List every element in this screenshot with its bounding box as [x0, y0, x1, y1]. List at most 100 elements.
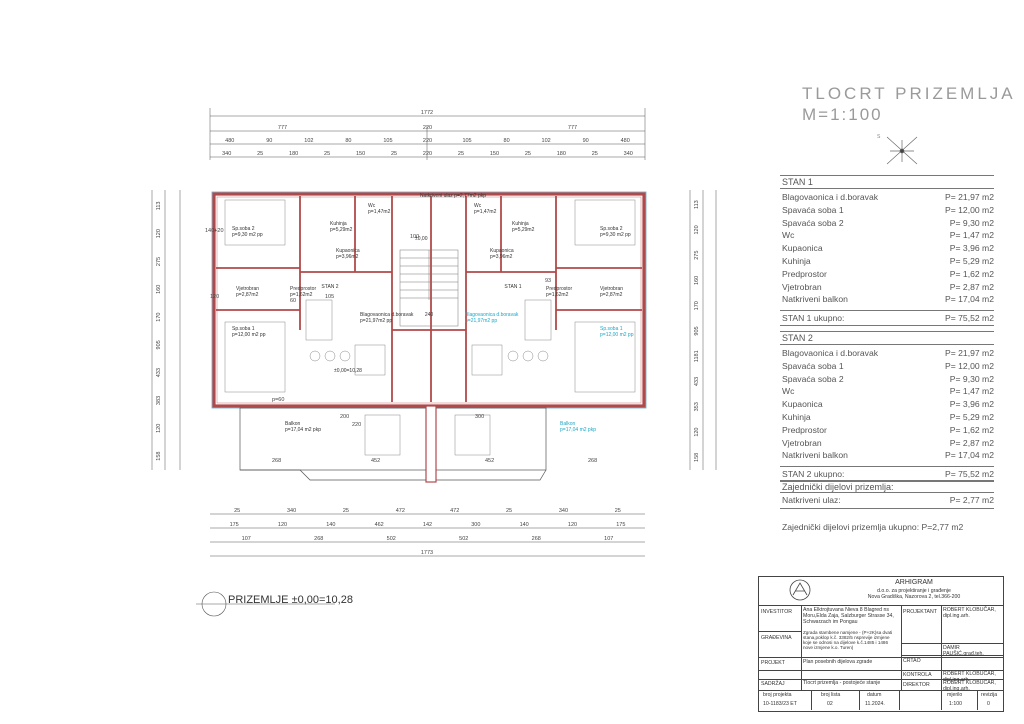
dimension-text: 25	[343, 508, 349, 514]
room-area: p=1,47m2	[368, 209, 391, 215]
dimension-text: 905	[156, 340, 162, 349]
room-area: p=9,30 m2 pp	[232, 232, 263, 238]
area-row-name: Spavaća soba 1	[782, 204, 844, 215]
dimension-text: 25	[391, 151, 397, 157]
room-area: p=5,29m2	[330, 227, 353, 233]
area-row-name: Spavaća soba 2	[782, 217, 844, 228]
area-row-value: P= 1,47 m2	[949, 386, 994, 397]
room-area: p=1,62m2	[290, 292, 313, 298]
table-rule	[780, 508, 994, 509]
table-rule	[780, 480, 994, 481]
area-row-name: Kupaonica	[782, 399, 823, 410]
room-name: Balkon	[560, 421, 576, 427]
datum-value: 11.2024.	[865, 701, 885, 707]
dimension-text: 340	[287, 508, 296, 514]
room-name: Predprostor	[546, 286, 572, 292]
dimension-text: 268	[272, 458, 281, 464]
dimension-text: 170	[156, 313, 162, 322]
projekt-value: Plan posebnih dijelova zgrade	[803, 659, 873, 665]
dimension-text: 777	[278, 125, 287, 131]
dimension-text: 120	[694, 225, 700, 234]
room-name: Sp.soba 1	[600, 326, 623, 332]
common-total: Zajednički dijelovi prizemlja ukupno: P=…	[782, 522, 964, 532]
dimension-text: 220	[423, 138, 432, 144]
common-title: Zajednički dijelovi prizemlja:	[782, 482, 894, 492]
dimension-text: 1181	[694, 350, 700, 362]
dimension-text: 452	[371, 458, 380, 464]
room-area: p=9,30 m2 pp	[600, 232, 631, 238]
room-name: Wc	[474, 203, 482, 209]
broj-lista-label: broj lista	[821, 692, 841, 698]
stan1-title: STAN 1	[782, 177, 813, 187]
projektant-value: ROBERT KLOBUČAR, dipl.ing.arh.	[943, 607, 996, 619]
stan1-area-row: Predprostor P= 1,62 m2	[782, 269, 994, 281]
area-row-name: Natkriveni balkon	[782, 450, 848, 461]
dimension-text: 150	[356, 151, 365, 157]
company-sub: d.o.o. za projektiranje i građenje	[877, 588, 951, 594]
area-row-value: P= 9,30 m2	[949, 217, 994, 228]
datum-label: datum	[867, 692, 882, 698]
north-arrow-icon	[886, 136, 918, 165]
dimension-text: 142	[423, 522, 432, 528]
dimension-text: 25	[525, 151, 531, 157]
dimension-text: 180	[289, 151, 298, 157]
crtao-label: CRTAO	[903, 658, 921, 664]
area-row-value: P= 2,77 m2	[949, 495, 994, 505]
dimension-text: 120	[156, 424, 162, 433]
area-row-value: P= 5,29 m2	[949, 412, 994, 422]
dimension-text: 502	[387, 536, 396, 542]
dimension-text: 340	[559, 508, 568, 514]
room-area: p=3,96m2	[490, 254, 513, 260]
investitor-label: INVESTITOR	[761, 609, 793, 615]
area-row-name: Predprostor	[782, 268, 827, 279]
broj-projekta-label: broj projekta	[763, 692, 792, 698]
dimension-text: 905	[694, 326, 700, 335]
dimension-text: 158	[156, 452, 162, 461]
bottom-total-dim: 1773	[421, 550, 433, 556]
dimension-text: 220	[352, 422, 361, 428]
furniture	[224, 199, 636, 456]
table-rule	[780, 331, 994, 332]
area-row-name: Vjetrobran	[782, 281, 822, 292]
dimension-text: 120	[210, 294, 219, 300]
area-row-name: Spavaća soba 1	[782, 360, 844, 371]
dimension-text: 452	[485, 458, 494, 464]
dimension-text: 100	[410, 234, 419, 240]
crtao-value: DAMIR PAUŠIĆ,građ.teh.	[943, 645, 984, 657]
room-area: p=2,87m2	[600, 292, 623, 298]
dimension-text: 160	[156, 285, 162, 294]
area-row-name: Natkriveni balkon	[782, 294, 848, 305]
area-row-name: Blagovaonica i d.boravak	[782, 348, 879, 358]
room-name: Blagovaonica d.boravak	[465, 312, 519, 318]
kontrola-label: KONTROLA	[903, 672, 932, 678]
area-row-value: P= 1,62 m2	[949, 268, 994, 279]
room-area: p=3,96m2	[336, 254, 359, 260]
mjerilo-value: 1:100	[949, 701, 962, 707]
dimension-text: 80	[504, 138, 510, 144]
room-name: Predprostor	[290, 286, 316, 292]
dimension-text: 140+20	[205, 228, 224, 234]
room-area: p=1,62m2	[546, 292, 569, 298]
dimension-text: 25	[257, 151, 263, 157]
gradjevina-value: Zgrada stambene namjene - (P+2K)sa dvati…	[803, 630, 893, 650]
side-dimension-lines	[151, 190, 717, 470]
dimension-text: 268	[314, 536, 323, 542]
room-area: p=21,97m2 pp	[360, 318, 392, 324]
level-mark: ±0,00=10,28	[334, 368, 362, 374]
dimension-text: 433	[694, 377, 700, 386]
dimension-text: 300	[475, 414, 484, 420]
dimension-text: 480	[621, 138, 630, 144]
dimension-text: 480	[225, 138, 234, 144]
gradjevina-label: GRAĐEVINA	[761, 635, 792, 641]
dimension-text: 158	[694, 453, 700, 462]
room-area: p=12,00 m2 pp	[600, 332, 634, 338]
dimension-text: 102	[542, 138, 551, 144]
table-rule	[780, 325, 994, 327]
